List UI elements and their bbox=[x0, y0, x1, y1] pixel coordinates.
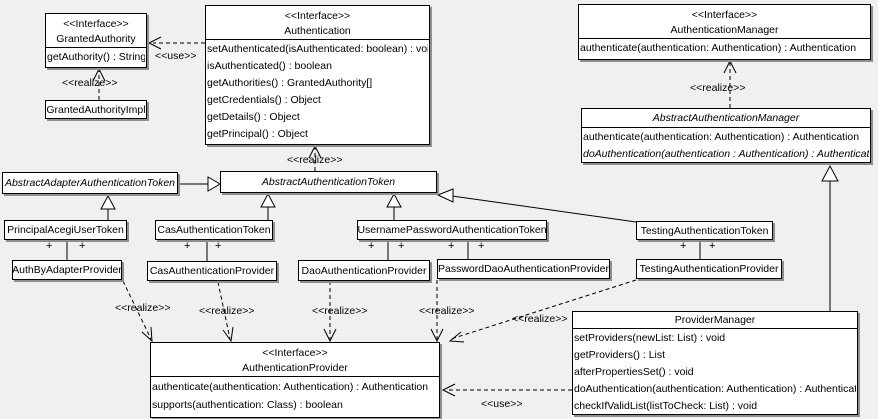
class-name: UsernamePasswordAuthenticationToken bbox=[357, 224, 547, 236]
multiplicity-label: + bbox=[184, 240, 191, 252]
method: getAuthority() : String bbox=[47, 51, 145, 63]
realize-label-granted-authority-impl: <<realize>> bbox=[62, 77, 118, 89]
class-abstract-authentication-token[interactable]: AbstractAuthenticationToken bbox=[220, 171, 437, 193]
method: authenticate(authentication: Authenticat… bbox=[152, 381, 429, 393]
class-name: AuthenticationProvider bbox=[242, 362, 348, 374]
multiplicity-label: + bbox=[398, 240, 405, 252]
open-arrowheads bbox=[92, 36, 737, 397]
class-authentication[interactable]: <<Interface>> Authentication setAuthenti… bbox=[205, 5, 430, 145]
multiplicity-label: + bbox=[79, 240, 86, 252]
method: getCredentials() : Object bbox=[207, 94, 321, 106]
stereotype-label: <<Interface>> bbox=[63, 18, 129, 30]
class-header: <<Interface>> Authentication bbox=[206, 6, 429, 39]
multiplicity-label: + bbox=[709, 240, 716, 252]
multiplicity-label: + bbox=[478, 240, 485, 252]
methods-compartment: getAuthority() : String bbox=[46, 47, 146, 66]
multiplicity-label: + bbox=[680, 240, 687, 252]
class-name: CasAuthenticationProvider bbox=[149, 265, 275, 277]
class-name: GrantedAuthorityImpl bbox=[46, 103, 146, 116]
class-header: <<Interface>> GrantedAuthority bbox=[46, 14, 146, 47]
association-edges bbox=[66, 240, 701, 261]
class-name: CasAuthenticationToken bbox=[157, 224, 271, 236]
class-authentication-manager[interactable]: <<Interface>> AuthenticationManager auth… bbox=[578, 4, 871, 60]
class-cas-authentication-provider[interactable]: CasAuthenticationProvider bbox=[147, 261, 277, 281]
stereotype-label: <<Interface>> bbox=[284, 10, 351, 22]
class-auth-by-adapter-provider[interactable]: AuthByAdapterProvider bbox=[12, 260, 122, 280]
class-name: PasswordDaoAuthenticationProvider bbox=[438, 263, 610, 275]
class-name: Authentication bbox=[284, 25, 351, 37]
method: setAuthenticated(isAuthenticated: boolea… bbox=[207, 43, 428, 55]
class-cas-authentication-token[interactable]: CasAuthenticationToken bbox=[155, 220, 273, 240]
stereotype-label: <<Interface>> bbox=[262, 347, 328, 359]
class-abstract-authentication-manager[interactable]: AbstractAuthenticationManager authentica… bbox=[581, 108, 871, 163]
use-label-authentication-granted-authority: <<use>> bbox=[155, 50, 197, 62]
class-name: TestingAuthenticationToken bbox=[640, 224, 769, 237]
methods-compartment: authenticate(authentication: Authenticat… bbox=[579, 38, 870, 57]
methods-compartment: authenticate(authentication: Authenticat… bbox=[151, 376, 439, 414]
realize-label-dao-authentication-provider: <<realize>> bbox=[312, 305, 368, 317]
method: doAuthentication(authentication: Authent… bbox=[574, 383, 856, 395]
methods-compartment: authenticate(authentication: Authenticat… bbox=[582, 127, 870, 163]
class-authentication-provider[interactable]: <<Interface>> AuthenticationProvider aut… bbox=[150, 342, 440, 418]
class-name: ProviderManager bbox=[674, 314, 756, 326]
method: getDetails() : Object bbox=[207, 111, 300, 123]
method: setProviders(newList: List) : void bbox=[574, 332, 726, 344]
class-header: <<Interface>> AuthenticationProvider bbox=[151, 343, 439, 376]
method: getAuthorities() : GrantedAuthority[] bbox=[207, 77, 373, 89]
class-testing-authentication-token[interactable]: TestingAuthenticationToken bbox=[636, 221, 773, 240]
class-name: AbstractAdapterAuthenticationToken bbox=[4, 177, 176, 189]
class-password-dao-authentication-provider[interactable]: PasswordDaoAuthenticationProvider bbox=[437, 259, 610, 279]
class-name: PrincipalAcegiUserToken bbox=[7, 224, 124, 236]
class-name: TestingAuthenticationProvider bbox=[639, 263, 779, 275]
method: getPrincipal() : Object bbox=[207, 128, 308, 140]
method: getProviders() : List bbox=[574, 349, 666, 361]
class-dao-authentication-provider[interactable]: DaoAuthenticationProvider bbox=[298, 260, 430, 281]
class-granted-authority-impl[interactable]: GrantedAuthorityImpl bbox=[45, 100, 147, 119]
methods-compartment: setProviders(newList: List) : void getPr… bbox=[573, 328, 857, 415]
methods-compartment: setAuthenticated(isAuthenticated: boolea… bbox=[206, 39, 429, 143]
class-name: AuthByAdapterProvider bbox=[12, 264, 122, 276]
class-name: AuthenticationManager bbox=[670, 24, 779, 36]
class-name: AbstractAuthenticationToken bbox=[261, 176, 396, 188]
method: checkIfValidList(listToCheck: List) : vo… bbox=[574, 400, 758, 412]
method: afterPropertiesSet() : void bbox=[574, 366, 694, 378]
method: authenticate(authentication: Authenticat… bbox=[583, 131, 860, 143]
method: isAuthenticated() : boolean bbox=[207, 60, 332, 72]
class-header: <<Interface>> AuthenticationManager bbox=[579, 5, 870, 38]
use-label-provider-manager: <<use>> bbox=[481, 398, 523, 410]
stereotype-label: <<Interface>> bbox=[691, 9, 758, 21]
multiplicity-label: + bbox=[448, 240, 455, 252]
dashed-edges bbox=[98, 42, 731, 391]
generalization-edges bbox=[100, 164, 839, 311]
class-testing-authentication-provider[interactable]: TestingAuthenticationProvider bbox=[636, 259, 782, 279]
realize-label-cas-authentication-provider: <<realize>> bbox=[199, 305, 255, 317]
class-provider-manager[interactable]: ProviderManager setProviders(newList: Li… bbox=[572, 311, 858, 415]
class-principal-acegi-user-token[interactable]: PrincipalAcegiUserToken bbox=[4, 220, 127, 240]
method-abstract: doAuthentication(authentication : Authen… bbox=[583, 148, 869, 160]
class-username-password-authentication-token[interactable]: UsernamePasswordAuthenticationToken bbox=[357, 220, 547, 240]
method: authenticate(authentication: Authenticat… bbox=[580, 42, 857, 54]
method: supports(authentication: Class) : boolea… bbox=[152, 399, 343, 411]
realize-label-abstract-authentication-token: <<realize>> bbox=[287, 154, 343, 166]
class-name: GrantedAuthority bbox=[56, 33, 136, 45]
realize-label-auth-by-adapter-provider: <<realize>> bbox=[115, 302, 171, 314]
class-name: DaoAuthenticationProvider bbox=[301, 264, 427, 277]
realize-label-abstract-authentication-manager: <<realize>> bbox=[690, 82, 746, 94]
multiplicity-label: + bbox=[215, 240, 222, 252]
realize-label-password-dao-authentication-provider: <<realize>> bbox=[419, 305, 475, 317]
class-name: AbstractAuthenticationManager bbox=[652, 112, 800, 124]
class-abstract-adapter-authentication-token[interactable]: AbstractAdapterAuthenticationToken bbox=[2, 172, 178, 194]
multiplicity-label: + bbox=[368, 240, 375, 252]
class-granted-authority[interactable]: <<Interface>> GrantedAuthority getAuthor… bbox=[45, 13, 147, 68]
multiplicity-label: + bbox=[46, 240, 53, 252]
realize-label-testing-authentication-provider: <<realize>> bbox=[512, 313, 568, 325]
